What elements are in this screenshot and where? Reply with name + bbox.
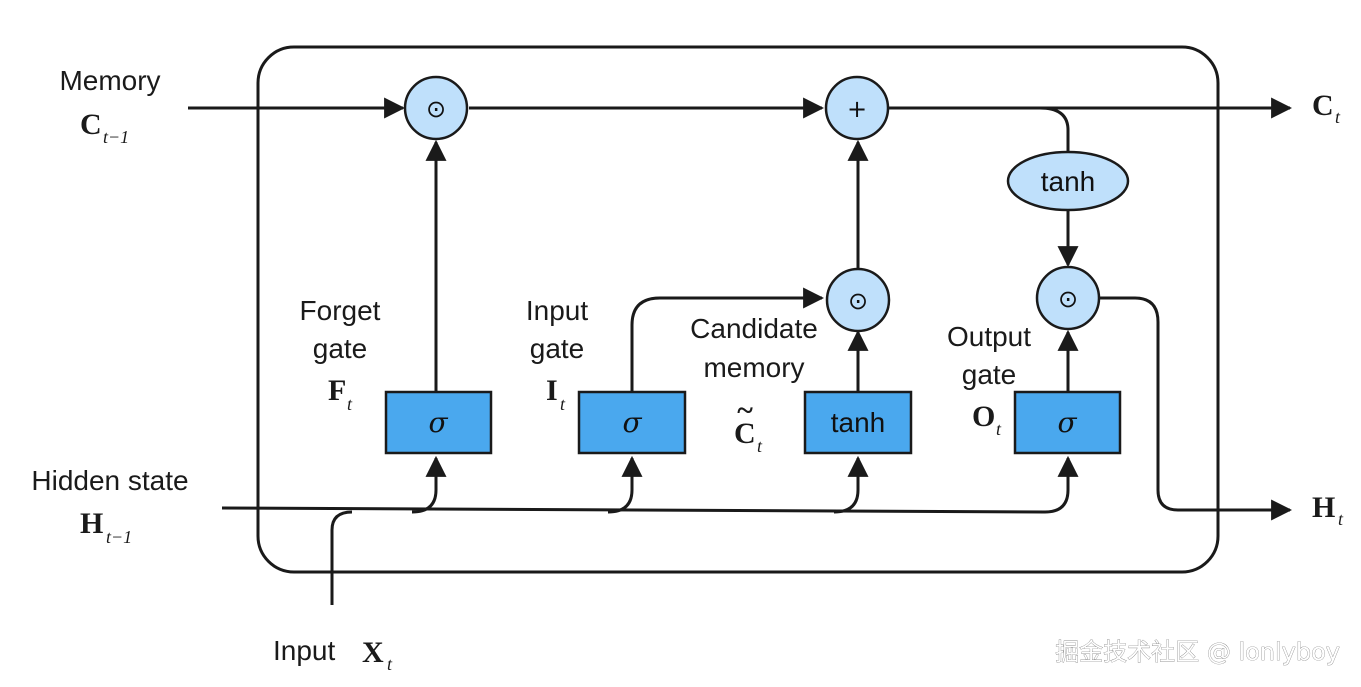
- sigma-label: σ: [1057, 406, 1077, 439]
- hidden-in-subscript: t−1: [106, 527, 132, 547]
- output-gate-label-line1: Output: [947, 321, 1031, 352]
- wire-input-gate-to-multiply: [630, 287, 825, 392]
- hidden-in-label: Hidden state: [31, 465, 188, 496]
- candidate-multiply-node: ⊙: [825, 267, 891, 333]
- hidden-out-symbol: H: [1312, 491, 1335, 524]
- output-multiply-node: ⊙: [1035, 265, 1101, 331]
- sigma-label: σ: [622, 406, 642, 439]
- candidate-subscript: t: [757, 436, 763, 456]
- forget-gate-symbol: F: [328, 374, 346, 407]
- input-gate-subscript: t: [560, 394, 566, 414]
- wire-bus-to-candidate: [833, 455, 869, 514]
- memory-out-subscript: t: [1335, 107, 1341, 127]
- input-x-label: Input: [273, 635, 335, 666]
- sigma-label: σ: [428, 406, 448, 439]
- wire-memory-to-tanh: [1039, 106, 1070, 152]
- plus-icon: +: [847, 95, 867, 123]
- input-gate-label-line1: Input: [526, 295, 588, 326]
- tanh-label: tanh: [1041, 166, 1096, 197]
- tanh-ellipse-node: tanh: [1006, 150, 1130, 212]
- forget-gate-label-line1: Forget: [300, 295, 381, 326]
- output-gate-box: σ: [1013, 390, 1122, 455]
- candidate-label-line2: memory: [703, 352, 804, 383]
- output-gate-label-line2: gate: [962, 359, 1017, 390]
- wire-input-x: [330, 510, 353, 605]
- memory-in-symbol: C: [80, 108, 102, 141]
- candidate-symbol: C: [734, 417, 756, 450]
- forget-gate-subscript: t: [347, 394, 353, 414]
- tanh-label: tanh: [831, 407, 886, 438]
- multiply-icon: ⊙: [426, 95, 446, 123]
- wire-hidden-out: [1099, 296, 1293, 521]
- forget-multiply-node: ⊙: [403, 75, 469, 141]
- watermark-text: 掘金技术社区 @ lonlyboy: [1055, 638, 1340, 666]
- hidden-out-subscript: t: [1338, 509, 1344, 529]
- multiply-icon: ⊙: [1058, 285, 1078, 313]
- forget-gate-label-line2: gate: [313, 333, 368, 364]
- candidate-accent: ~: [737, 394, 753, 427]
- candidate-box: tanh: [803, 390, 913, 455]
- input-gate-box: σ: [577, 390, 687, 455]
- input-x-symbol: X: [362, 636, 384, 669]
- wire-bus-to-input: [607, 455, 643, 514]
- candidate-label-line1: Candidate: [690, 313, 818, 344]
- add-node: +: [824, 75, 890, 141]
- memory-in-subscript: t−1: [103, 127, 129, 147]
- input-gate-label-line2: gate: [530, 333, 585, 364]
- memory-in-label: Memory: [59, 65, 160, 96]
- input-gate-symbol: I: [546, 374, 558, 407]
- memory-out-symbol: C: [1312, 89, 1334, 122]
- output-gate-symbol: O: [972, 400, 995, 433]
- forget-gate-box: σ: [384, 390, 493, 455]
- wire-bus-to-forget: [411, 455, 447, 514]
- output-gate-subscript: t: [996, 419, 1002, 439]
- hidden-in-symbol: H: [80, 507, 103, 540]
- multiply-icon: ⊙: [848, 287, 868, 315]
- input-x-subscript: t: [387, 654, 393, 674]
- lstm-cell-frame: [256, 45, 1220, 574]
- wire-hidden-in: [221, 455, 1079, 514]
